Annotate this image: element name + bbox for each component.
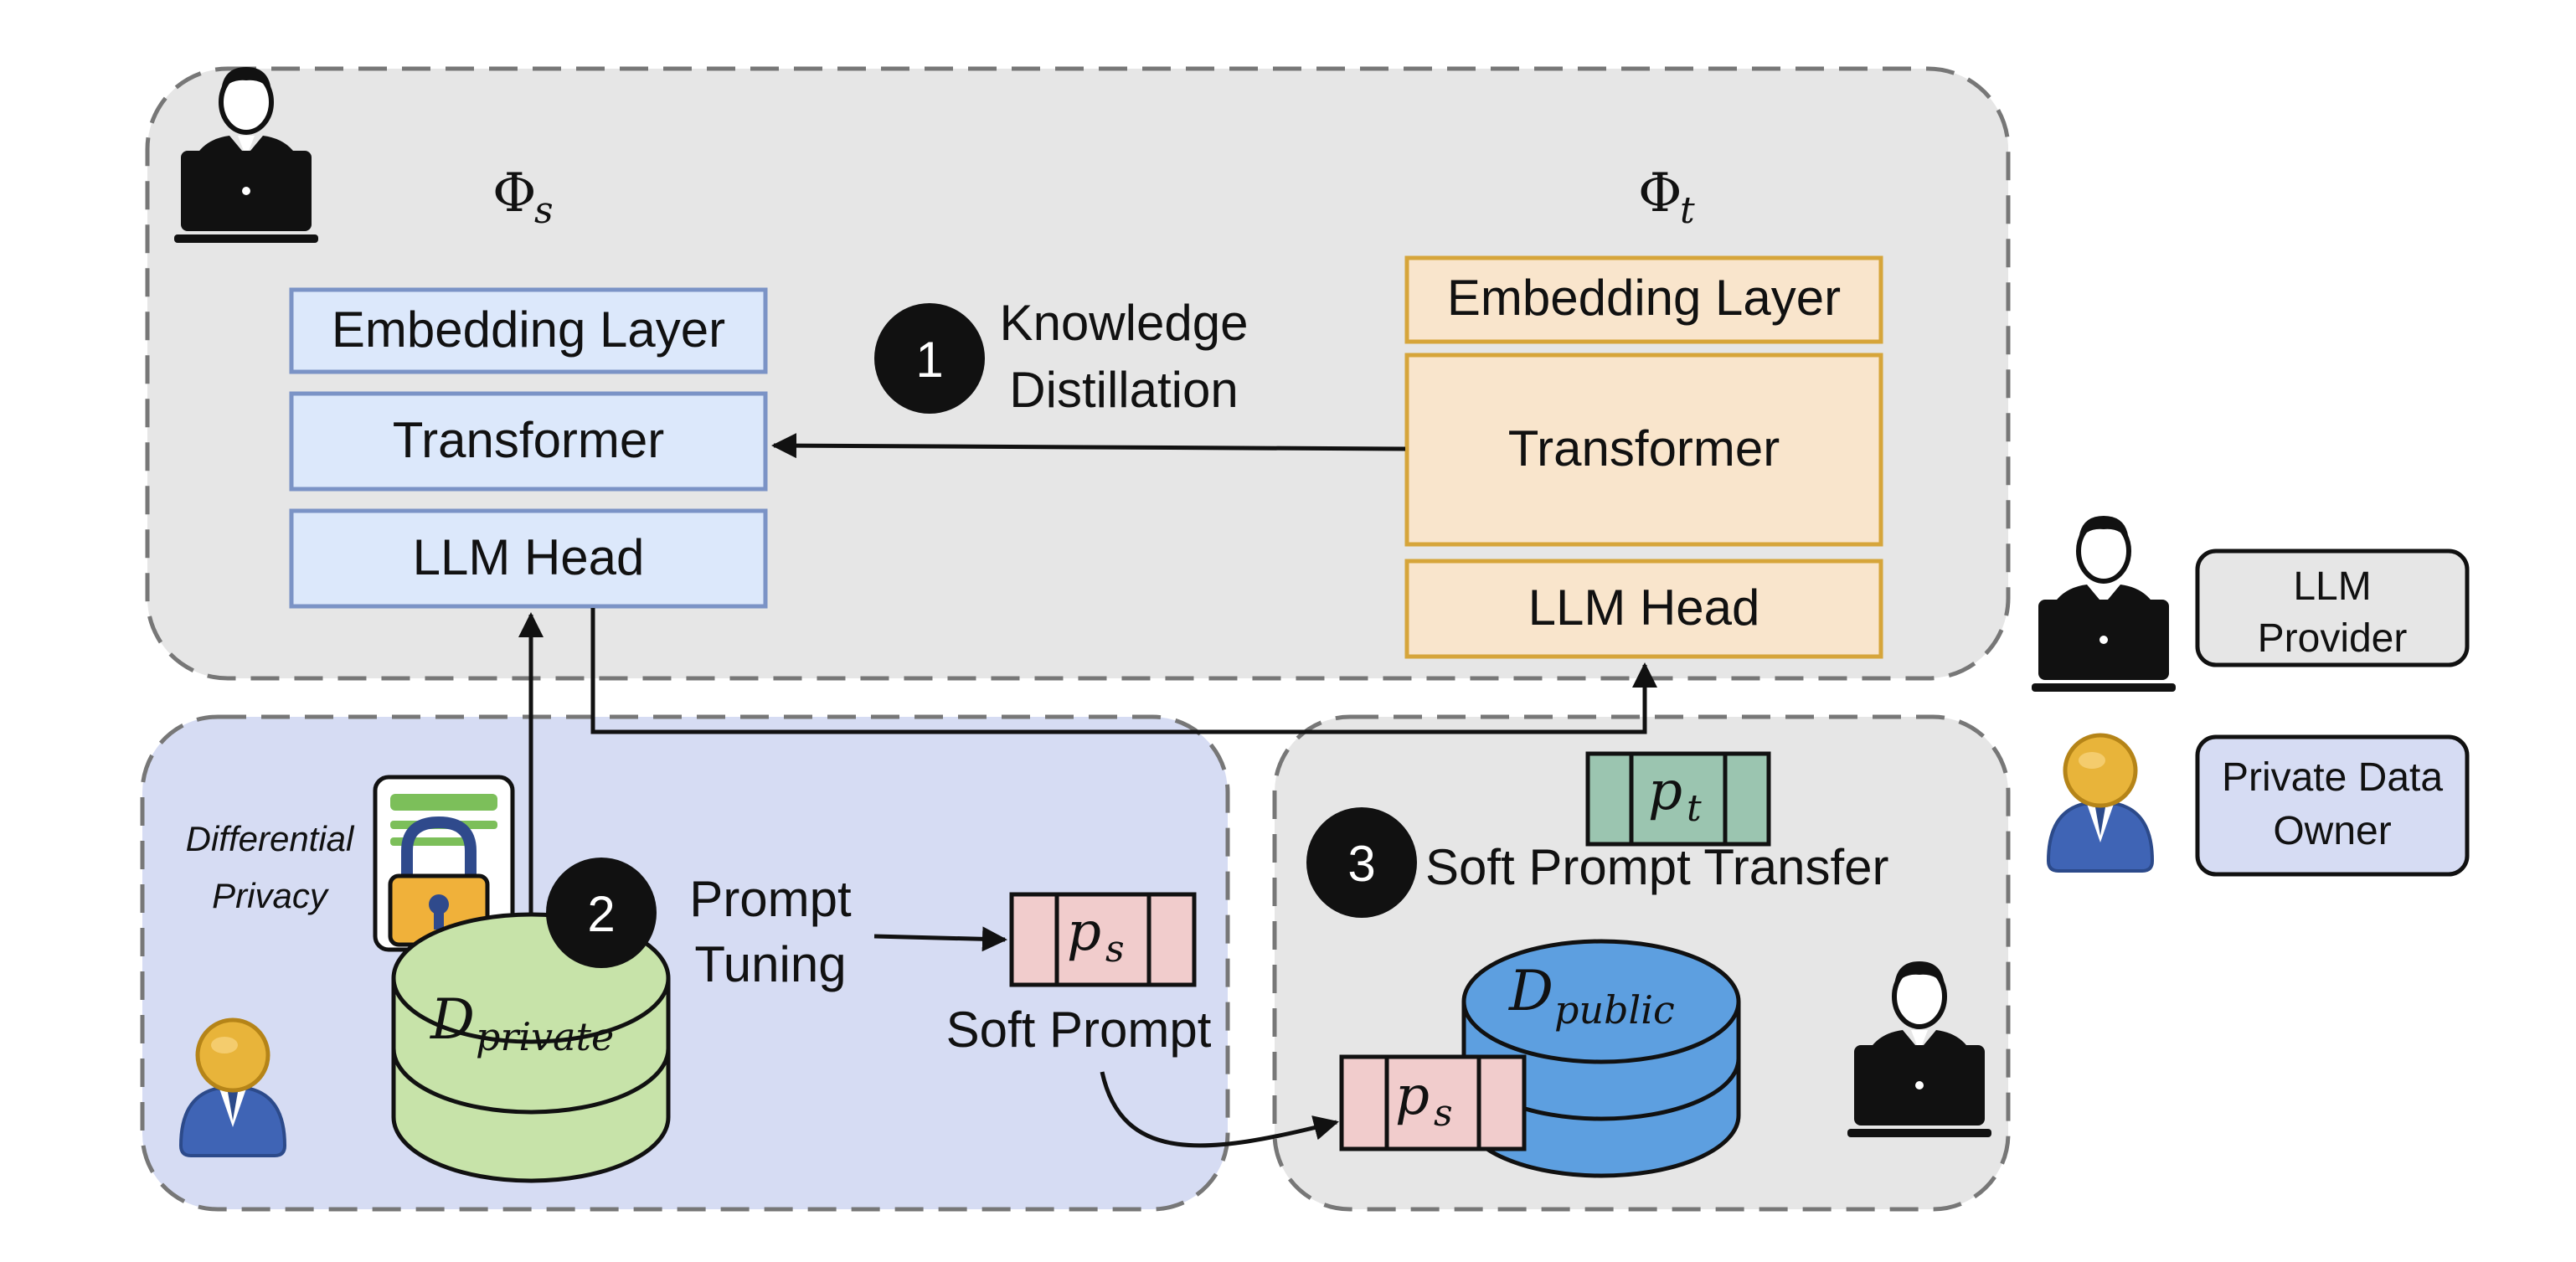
step-1-badge xyxy=(874,303,985,414)
svg-text:private: private xyxy=(476,1014,614,1059)
distillation-arrow xyxy=(771,433,1406,459)
student-transformer-box xyxy=(289,391,768,492)
svg-text:t: t xyxy=(1687,787,1702,830)
legend-llm-provider-line1: LLM xyxy=(2293,564,2371,609)
svg-text:D: D xyxy=(1508,959,1553,1023)
svg-text:p: p xyxy=(1067,901,1101,963)
step-3-badge xyxy=(1306,807,1417,918)
svg-text:p: p xyxy=(1648,760,1682,822)
differential-privacy-line2: Privacy xyxy=(212,876,330,915)
differential-privacy-line1: Differential xyxy=(186,819,355,858)
step-2-label-line2: Tuning xyxy=(694,936,846,992)
legend-provider-avatar-icon xyxy=(2032,516,2176,692)
svg-text:p: p xyxy=(1395,1065,1430,1127)
teacher-llm-head-label: LLM Head xyxy=(1528,579,1760,636)
soft-prompt-caption: Soft Prompt xyxy=(946,1002,1212,1058)
step-1-label-line1: Knowledge xyxy=(1000,295,1249,351)
teacher-transformer-box xyxy=(1404,353,1883,547)
svg-text:s: s xyxy=(1105,928,1125,971)
soft-prompt-transfer-curve-arrow xyxy=(1100,1071,1339,1148)
step-2-badge xyxy=(546,858,657,968)
step-3-label: Soft Prompt Transfer xyxy=(1425,839,1889,895)
svg-text:Φ: Φ xyxy=(1638,162,1682,224)
svg-text:public: public xyxy=(1554,987,1675,1033)
step-3-number: 3 xyxy=(1347,836,1375,892)
private-dataset-label: D private xyxy=(430,987,614,1059)
svg-text:Φ: Φ xyxy=(492,162,536,224)
teacher-transformer-label: Transformer xyxy=(1508,420,1780,476)
teacher-embedding-layer-label: Embedding Layer xyxy=(1447,270,1841,326)
student-head-to-teacher-arrow xyxy=(590,608,1657,734)
teacher-prompt-pt-label: p t xyxy=(1648,760,1702,830)
step-1-label-line2: Distillation xyxy=(1009,362,1238,418)
svg-text:t: t xyxy=(1680,189,1695,232)
public-soft-prompt-ps-block xyxy=(1339,1054,1527,1151)
svg-text:s: s xyxy=(1434,1092,1453,1135)
step-1-number: 1 xyxy=(915,332,943,388)
student-transformer-label: Transformer xyxy=(393,412,665,468)
svg-text:s: s xyxy=(534,189,554,232)
student-llm-head-box xyxy=(289,508,768,609)
legend-llm-provider-box xyxy=(2195,549,2470,667)
soft-prompt-ps-label: p s xyxy=(1067,901,1125,971)
teacher-model-symbol: Φ t xyxy=(1638,162,1695,232)
svg-text:D: D xyxy=(430,987,475,1052)
legend-llm-provider-line2: Provider xyxy=(2258,616,2408,661)
public-dataset-label: D public xyxy=(1508,959,1675,1033)
student-llm-head-label: LLM Head xyxy=(413,529,645,585)
public-soft-prompt-ps-label: p s xyxy=(1395,1065,1453,1135)
step-2-number: 2 xyxy=(587,886,615,942)
student-embedding-layer-label: Embedding Layer xyxy=(332,301,725,358)
legend-private-data-owner-box xyxy=(2195,734,2470,877)
legend-private-data-owner-line1: Private Data xyxy=(2222,755,2443,800)
privacy-document-lock-icon xyxy=(373,775,515,952)
legend-private-data-owner-line2: Owner xyxy=(2273,809,2391,853)
student-embedding-layer-box xyxy=(289,287,768,374)
private-dataset-cylinder-icon xyxy=(391,912,671,1183)
step-2-label-line1: Prompt xyxy=(689,871,852,927)
teacher-llm-head-box xyxy=(1404,559,1883,659)
student-model-symbol: Φ s xyxy=(492,162,554,232)
prompt-tuning-arrow xyxy=(873,926,1007,952)
teacher-embedding-layer-box xyxy=(1404,255,1883,344)
soft-prompt-ps-block xyxy=(1009,892,1197,987)
teacher-prompt-pt-block xyxy=(1585,751,1771,847)
public-dataset-cylinder-icon xyxy=(1461,939,1741,1178)
legend-owner-avatar-icon xyxy=(2048,735,2152,871)
